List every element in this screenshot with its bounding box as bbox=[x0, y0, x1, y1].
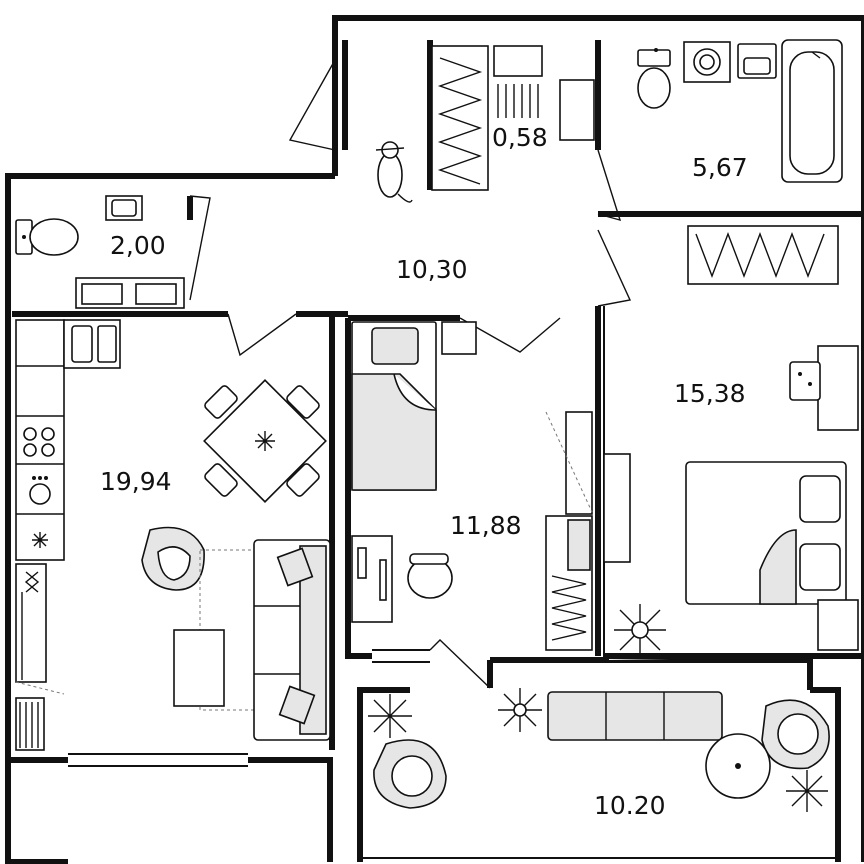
sofa-icon bbox=[547, 691, 723, 741]
stove-icon bbox=[23, 427, 55, 457]
child-room-area-label: 11,88 bbox=[450, 511, 522, 540]
fan-icon bbox=[32, 532, 48, 548]
washbasin-icon bbox=[789, 361, 821, 401]
cat-icon bbox=[375, 141, 413, 203]
kitchen-living bbox=[15, 319, 331, 751]
sink-icon bbox=[737, 43, 777, 79]
bathroom-area-label: 5,67 bbox=[692, 153, 748, 182]
wardrobe-icon bbox=[431, 45, 489, 191]
storage-area-label: 0,58 bbox=[492, 123, 548, 152]
bedroom-door bbox=[597, 229, 632, 307]
bedroom bbox=[603, 225, 859, 656]
child-room-door bbox=[459, 317, 561, 353]
shelf-icon bbox=[493, 45, 543, 77]
doors bbox=[189, 59, 632, 689]
bathroom bbox=[637, 39, 843, 183]
sink-icon bbox=[105, 195, 143, 221]
office-chair-icon bbox=[407, 553, 453, 599]
wc-room bbox=[15, 195, 185, 309]
washing-machine-icon bbox=[683, 41, 731, 83]
entrance-door bbox=[288, 59, 336, 151]
bedroom-area-label: 15,38 bbox=[674, 379, 746, 408]
balcony-area-label: 10.20 bbox=[594, 791, 666, 820]
armchair-icon bbox=[761, 699, 830, 770]
balcony-door bbox=[429, 639, 491, 689]
wc-area-label: 2,00 bbox=[110, 231, 166, 260]
oven-icon bbox=[29, 476, 51, 505]
plant-icon bbox=[368, 694, 412, 738]
bathtub-icon bbox=[781, 39, 843, 183]
nightstand-icon bbox=[817, 599, 859, 651]
kitchen-door bbox=[227, 313, 297, 357]
bathroom-door bbox=[597, 149, 622, 222]
hall bbox=[375, 141, 413, 203]
plant-icon bbox=[498, 688, 542, 732]
dining-table-icon bbox=[203, 379, 327, 503]
armchair-icon bbox=[141, 526, 205, 591]
toilet-icon bbox=[15, 218, 79, 256]
plant-icon bbox=[24, 571, 40, 593]
sofa-icon bbox=[253, 539, 331, 741]
balcony bbox=[368, 688, 830, 812]
hall-area-label: 10,30 bbox=[396, 255, 468, 284]
area-labels: 0,58 5,67 2,00 10,30 15,38 19,94 11,88 1… bbox=[100, 123, 748, 820]
nightstand-icon bbox=[441, 321, 477, 355]
bed-icon bbox=[685, 461, 847, 605]
dresser-icon bbox=[817, 345, 859, 431]
kitchen-counter bbox=[15, 319, 65, 561]
child-room bbox=[351, 321, 593, 651]
armchair-icon bbox=[373, 739, 447, 809]
desk-icon bbox=[351, 535, 393, 623]
fridge-icon bbox=[15, 563, 47, 683]
tv-icon bbox=[173, 629, 225, 707]
storage-room bbox=[431, 45, 595, 191]
tv-stand-icon bbox=[603, 453, 631, 563]
plant-icon bbox=[614, 604, 666, 656]
interior-walls bbox=[12, 40, 864, 750]
plant-icon bbox=[786, 770, 828, 812]
toilet-icon bbox=[637, 48, 671, 109]
wc-door bbox=[189, 195, 211, 301]
kitchen-living-area-label: 19,94 bbox=[100, 467, 172, 496]
bed-icon bbox=[351, 321, 437, 491]
round-table-icon bbox=[705, 733, 771, 799]
